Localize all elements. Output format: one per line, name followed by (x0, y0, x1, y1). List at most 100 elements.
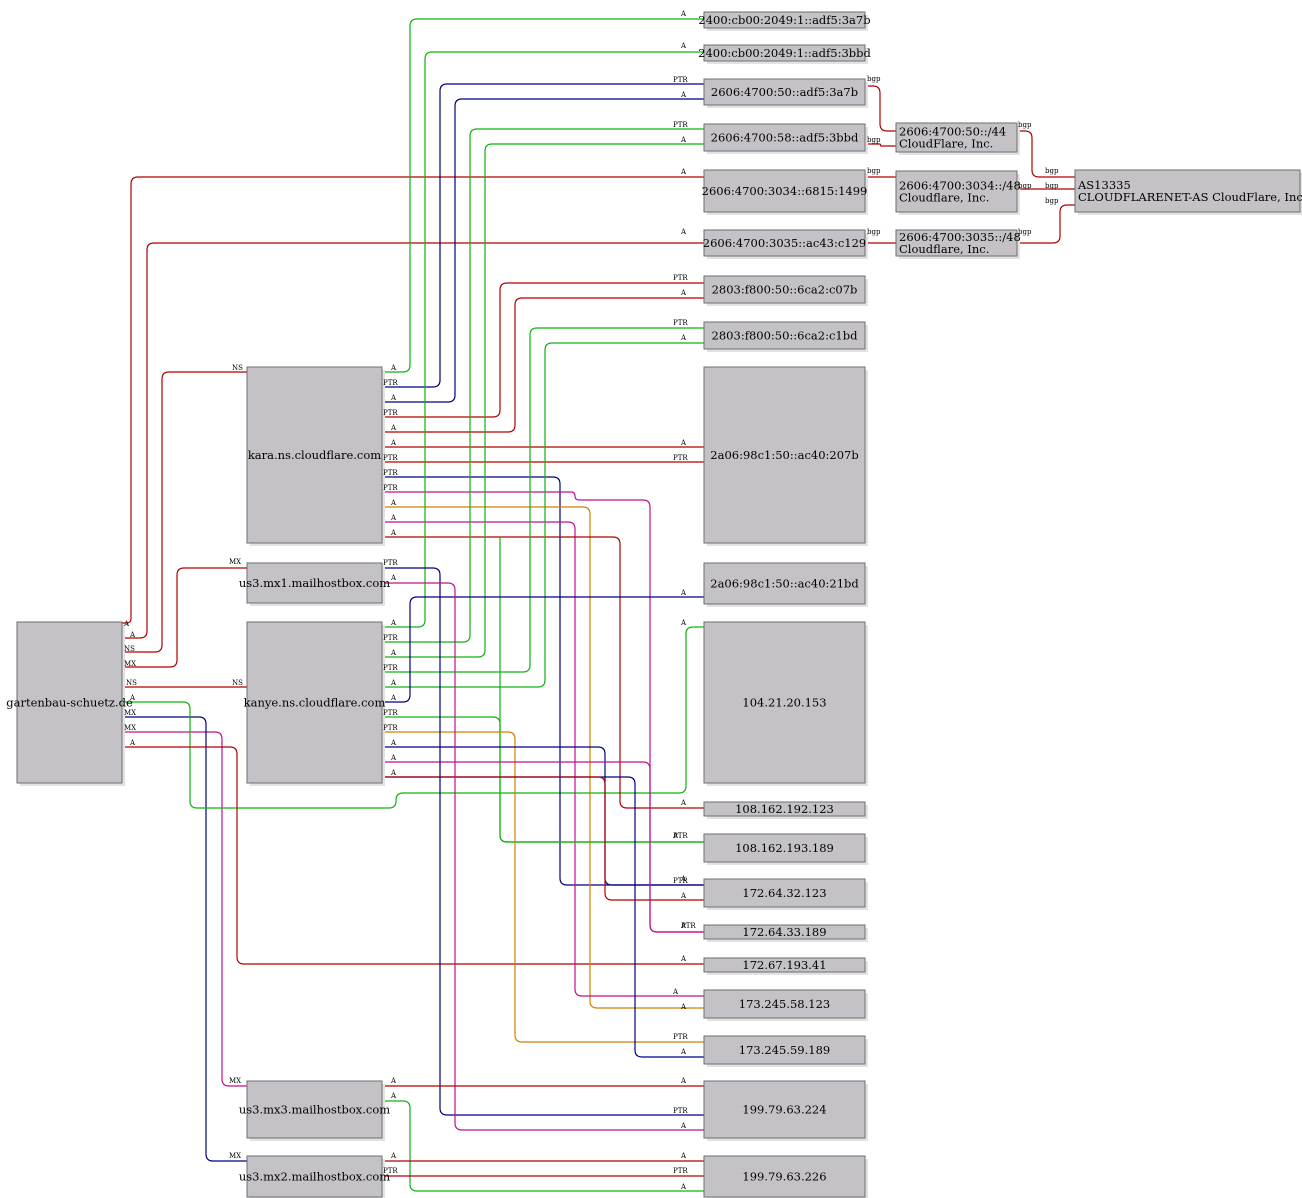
node-ip_108a[interactable]: 108.162.192.123 (703, 801, 868, 819)
edge-label-source: NS (124, 645, 135, 653)
node-ip_104[interactable]: 104.21.20.153 (703, 621, 868, 786)
edge-label-source: PTR (383, 559, 398, 567)
edge-label-target: A (680, 1048, 687, 1056)
node-kara[interactable]: kara.ns.cloudflare.com (246, 366, 385, 546)
edge-label-target: PTR (673, 319, 688, 327)
node-ip6_2803b[interactable]: 2803:f800:50::6ca2:c1bd (703, 321, 868, 352)
edge-label-target: A (680, 922, 687, 930)
edge-label-source: bgp (867, 136, 881, 144)
node-ip_108b[interactable]: 108.162.193.189 (703, 833, 868, 865)
edge-label-source: PTR (383, 709, 398, 717)
edge-label-source: bgp (1018, 228, 1032, 236)
edge-label-target: MX (229, 558, 241, 566)
edge-label-source: A (390, 574, 397, 582)
edge-kanye-ip6_58 (382, 128, 704, 643)
edge-label-source: bgp (1018, 121, 1032, 129)
node-ip6_3034[interactable]: 2606:4700:3034::6815:1499 (702, 169, 868, 215)
edge-garten-kara (122, 371, 247, 653)
node-label: 2606:4700:3035::/48 (899, 230, 1021, 244)
node-ip_173b[interactable]: 173.245.59.189 (703, 1035, 868, 1067)
node-label: 172.67.193.41 (742, 958, 826, 972)
edge-label-source: bgp (1018, 182, 1032, 190)
node-label: Cloudflare, Inc. (899, 191, 989, 205)
node-ip6_2a06a[interactable]: 2a06:98c1:50::ac40:207b (703, 366, 868, 546)
node-ip_172b[interactable]: 172.64.33.189 (703, 924, 868, 942)
edge-label-target: A (680, 91, 687, 99)
edge-label-source: MX (124, 709, 136, 717)
edge-label-target: A (680, 42, 687, 50)
edge-label-source: A (390, 529, 397, 537)
edge-kara-ip6_2803a (382, 297, 704, 433)
node-label: gartenbau-schuetz.de (6, 696, 133, 710)
node-label: 108.162.193.189 (735, 841, 834, 855)
edge-label-target: PTR (673, 76, 688, 84)
edge-label-source: MX (124, 724, 136, 732)
edge-label-source: PTR (383, 484, 398, 492)
edge-label-source: A (390, 1152, 397, 1160)
node-ip6_58[interactable]: 2606:4700:58::adf5:3bbd (703, 123, 868, 154)
edge-mx1-ip_199a (382, 567, 704, 1116)
edge-label-target: PTR (673, 274, 688, 282)
edge-kara-ip_172a (382, 476, 704, 886)
edge-label-target: NS (232, 679, 243, 687)
node-mx3[interactable]: us3.mx3.mailhostbox.com (239, 1080, 390, 1141)
edge-label-target: A (680, 1122, 687, 1130)
node-ip6_2a06b[interactable]: 2a06:98c1:50::ac40:21bd (703, 562, 868, 607)
edge-label-source: A (390, 424, 397, 432)
node-ip_172a[interactable]: 172.64.32.123 (703, 878, 868, 910)
nodes-layer: gartenbau-schuetz.de kara.ns.cloudflare.c… (6, 11, 1302, 1198)
node-ip_173a[interactable]: 173.245.58.123 (703, 989, 868, 1021)
edge-garten-ip_172c (122, 746, 704, 965)
edge-label-source: A (390, 769, 397, 777)
edge-kara-ip_173a (382, 506, 704, 1009)
edge-garten-ip6_3035 (122, 242, 704, 639)
edge-label-source: A (390, 364, 397, 372)
node-label: 2400:cb00:2049:1::adf5:3a7b (698, 13, 870, 27)
node-mx2[interactable]: us3.mx2.mailhostbox.com (239, 1155, 390, 1198)
edge-kara-ip6_2400a (382, 18, 704, 373)
node-ip6_50[interactable]: 2606:4700:50::adf5:3a7b (703, 78, 868, 108)
node-ip6_2803a[interactable]: 2803:f800:50::6ca2:c07b (703, 275, 868, 306)
edge-label-source: A (390, 754, 397, 762)
edge-label-source: PTR (383, 379, 398, 387)
edge-garten-mx1 (122, 567, 247, 668)
node-kanye[interactable]: kanye.ns.cloudflare.com (244, 621, 386, 786)
node-label: kanye.ns.cloudflare.com (244, 696, 386, 710)
edge-label-target: bgp (1045, 197, 1059, 205)
edge-label-target: A (680, 136, 687, 144)
node-ip_172c[interactable]: 172.67.193.41 (703, 957, 868, 975)
node-label: 2606:4700:50::/44 (899, 125, 1006, 139)
edge-label-source: A (390, 1092, 397, 1100)
node-label: 2400:cb00:2049:1::adf5:3bbd (698, 46, 871, 60)
edge-label-target: A (680, 799, 687, 807)
edge-label-target: PTR (673, 1107, 688, 1115)
edge-label-target: A (672, 988, 679, 996)
node-garten[interactable]: gartenbau-schuetz.de (6, 621, 133, 786)
node-ip6_2400b[interactable]: 2400:cb00:2049:1::adf5:3bbd (698, 44, 871, 64)
edge-label-target: A (680, 168, 687, 176)
node-ip6_2400a[interactable]: 2400:cb00:2049:1::adf5:3a7b (698, 11, 871, 31)
edge-label-target: A (680, 289, 687, 297)
node-label: 172.64.33.189 (742, 925, 826, 939)
node-label: CLOUDFLARENET-AS CloudFlare, Inc. (1078, 190, 1302, 204)
node-ip_199a[interactable]: 199.79.63.224 (703, 1080, 868, 1141)
edge-kara-ip_172b (382, 491, 704, 933)
edge-kanye-ip_172a (382, 746, 704, 886)
node-ip_199b[interactable]: 199.79.63.226 (703, 1155, 868, 1198)
edge-label-source: PTR (383, 634, 398, 642)
edge-label-source: bgp (867, 167, 881, 175)
edge-label-source: PTR (383, 409, 398, 417)
edge-label-target: PTR (673, 454, 688, 462)
node-ip6_3035[interactable]: 2606:4700:3035::ac43:c129 (703, 229, 868, 259)
node-label: 2606:4700:3035::ac43:c129 (703, 236, 867, 250)
edge-label-target: PTR (673, 1167, 688, 1175)
edge-label-target: bgp (1045, 167, 1059, 175)
node-mx1[interactable]: us3.mx1.mailhostbox.com (239, 562, 390, 606)
node-label: us3.mx2.mailhostbox.com (239, 1170, 390, 1184)
edge-ip6_58-pfx_50 (865, 143, 896, 147)
